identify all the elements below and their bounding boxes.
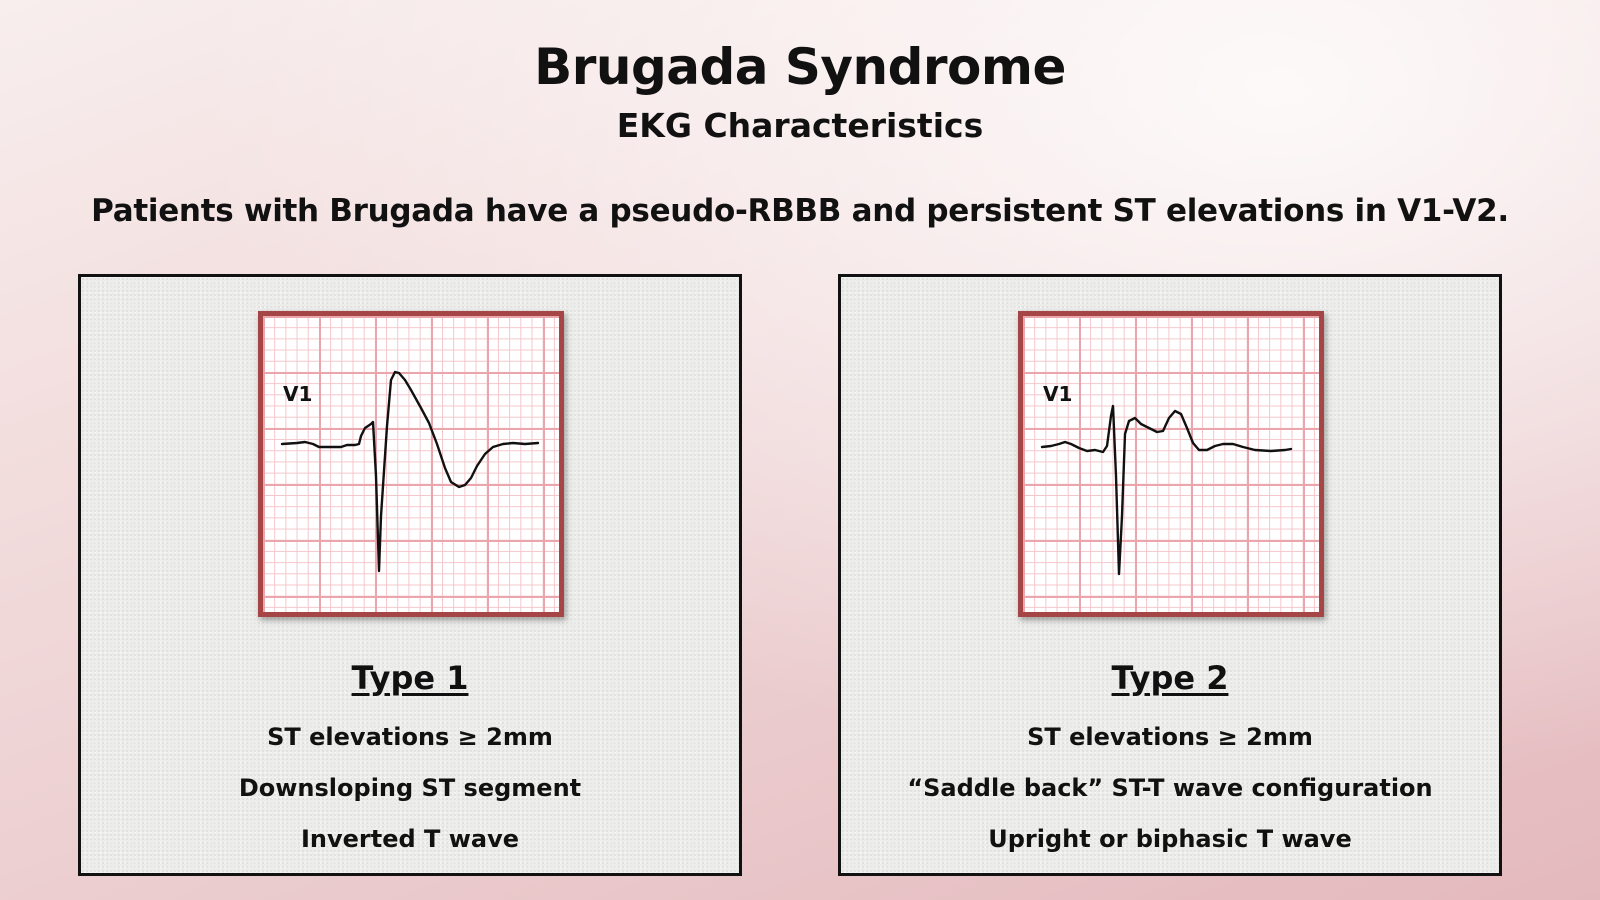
type-2-ekg-strip: V1: [1018, 311, 1324, 617]
type-2-ekg-trace: [1040, 404, 1293, 576]
slide-subtitle: EKG Characteristics: [616, 106, 984, 145]
criterion-item: Downsloping ST segment: [238, 774, 582, 802]
lead-v1-label: V1: [1043, 382, 1073, 406]
type-1-ekg-strip: V1: [258, 311, 564, 617]
type-1-panel: V1 Type 1 ST elevations ≥ 2mm Downslopin…: [78, 274, 742, 876]
criterion-item: ST elevations ≥ 2mm: [1027, 723, 1313, 751]
type-2-heading: Type 2: [1111, 659, 1229, 697]
lead-statement: Patients with Brugada have a pseudo-RBBB…: [91, 193, 1509, 229]
slide-title: Brugada Syndrome: [534, 38, 1066, 96]
type-1-ekg-trace: [280, 370, 540, 573]
type-2-panel: V1 Type 2 ST elevations ≥ 2mm “Saddle ba…: [838, 274, 1502, 876]
type-2-criteria-list: ST elevations ≥ 2mm “Saddle back” ST-T w…: [841, 725, 1499, 878]
criterion-item: Upright or biphasic T wave: [988, 825, 1352, 853]
criterion-item: Inverted T wave: [300, 825, 520, 853]
type-1-criteria-list: ST elevations ≥ 2mm Downsloping ST segme…: [81, 725, 739, 878]
criterion-item: “Saddle back” ST-T wave configuration: [907, 774, 1433, 802]
criterion-item: ST elevations ≥ 2mm: [267, 723, 553, 751]
lead-v1-label: V1: [283, 382, 313, 406]
type-1-heading: Type 1: [351, 659, 469, 697]
